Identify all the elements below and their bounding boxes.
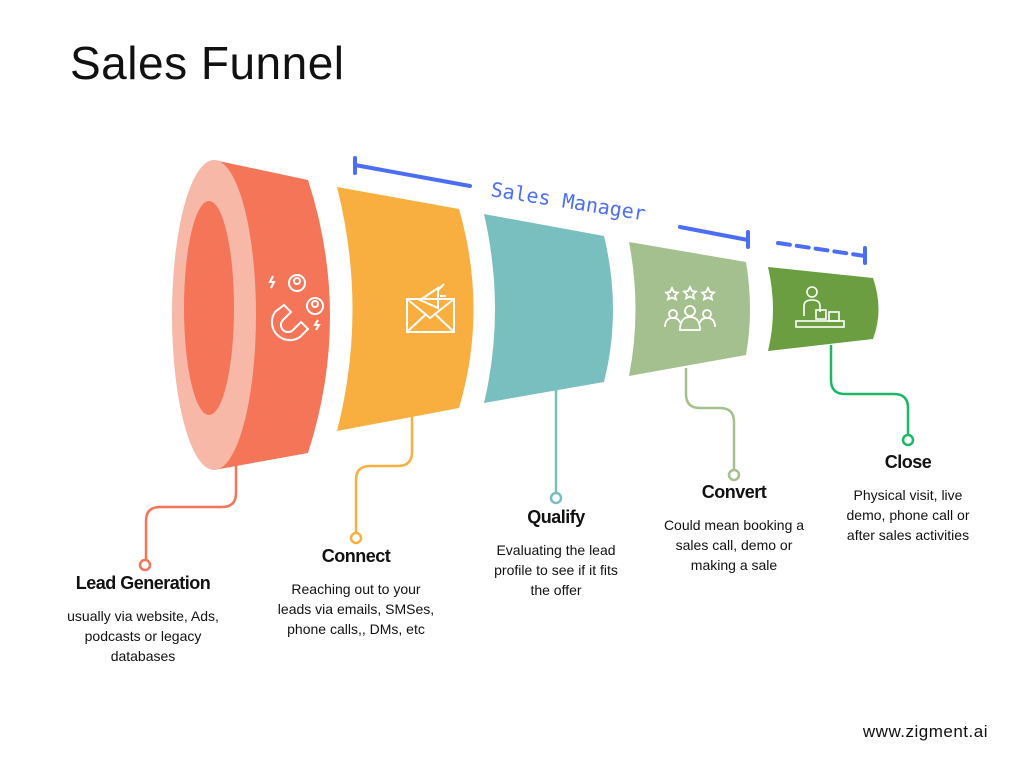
- stage-title: Connect: [321, 546, 391, 566]
- funnel-segment-close: [768, 267, 879, 351]
- sales-manager-bracket: [353, 156, 867, 265]
- page-title: Sales Funnel: [70, 37, 345, 89]
- stage-desc-line: databases: [110, 648, 176, 664]
- stage-desc-line: Evaluating the lead: [496, 542, 616, 558]
- connectors: [138, 345, 915, 572]
- funnel-segment-qualify: [484, 214, 613, 403]
- stage-convert: Convert Could mean booking a sales call, …: [624, 482, 844, 575]
- funnel-segment-lead-generation: [172, 160, 330, 470]
- stage-close: Close Physical visit, live demo, phone ca…: [798, 452, 1018, 545]
- stage-desc-line: the offer: [530, 582, 582, 598]
- megaphone-envelope-icon: [406, 283, 455, 333]
- stage-desc-line: Physical visit, live: [853, 487, 963, 503]
- sales-manager-label: Sales Manager: [489, 177, 647, 225]
- rated-group-icon: [664, 284, 716, 331]
- stage-desc-line: demo, phone call or: [846, 507, 970, 523]
- stage-connect: Connect Reaching out to your leads via em…: [246, 546, 466, 639]
- funnel-segment-connect: [337, 187, 474, 431]
- stage-desc-line: phone calls,, DMs, etc: [287, 621, 425, 637]
- stage-desc-line: podcasts or legacy: [84, 628, 202, 644]
- stage-title: Lead Generation: [75, 573, 211, 593]
- stage-desc-line: usually via website, Ads,: [67, 608, 219, 624]
- magnet-users-icon: [268, 274, 324, 342]
- stage-title: Convert: [701, 482, 767, 502]
- stage-desc-line: Reaching out to your: [291, 581, 421, 597]
- salesperson-counter-icon: [795, 286, 845, 328]
- stage-desc-line: leads via emails, SMSes,: [277, 601, 435, 617]
- stage-desc-line: sales call, demo or: [675, 537, 793, 553]
- stage-desc-line: Could mean booking a: [663, 517, 805, 533]
- stage-lead-generation: Lead Generation usually via website, Ads…: [33, 573, 253, 666]
- stage-desc-line: profile to see if it fits: [494, 562, 618, 578]
- footer-website: www.zigment.ai: [862, 722, 988, 741]
- funnel-segment-convert: [629, 242, 750, 376]
- stage-title: Close: [884, 452, 932, 472]
- stage-desc-line: after sales activities: [846, 527, 970, 543]
- stage-title: Qualify: [527, 507, 585, 527]
- stage-desc-line: making a sale: [690, 557, 778, 573]
- stage-qualify: Qualify Evaluating the lead profile to se…: [446, 507, 666, 600]
